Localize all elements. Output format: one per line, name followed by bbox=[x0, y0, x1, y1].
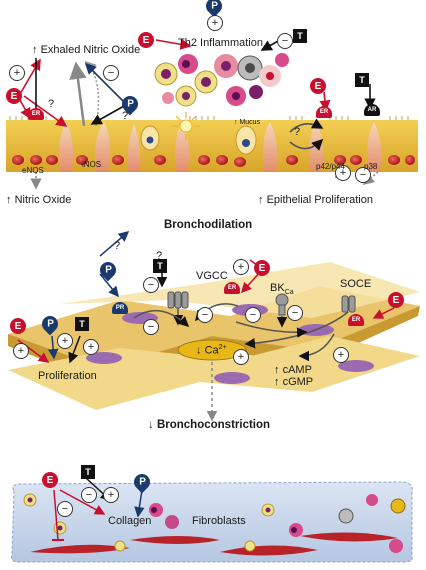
vgcc-label: VGCC bbox=[196, 270, 228, 282]
up-arrow-icon: ↑ bbox=[6, 194, 15, 206]
plus-sign-icon: + bbox=[9, 65, 25, 81]
minus-sign-icon: − bbox=[143, 319, 159, 335]
nitric-oxide-label: ↑ Nitric Oxide bbox=[6, 194, 72, 206]
plus-sign-icon: + bbox=[335, 165, 351, 181]
minus-sign-icon: − bbox=[277, 33, 293, 49]
er-receptor-icon: ER bbox=[316, 106, 332, 118]
inflammatory-cells bbox=[154, 53, 289, 107]
th2-label: Th2 Inflammation bbox=[178, 37, 263, 49]
estrogen-badge: E bbox=[310, 78, 326, 94]
ca-label: ↓ Ca2+ bbox=[196, 344, 227, 357]
goblet-cells bbox=[140, 125, 257, 155]
er-receptor-icon: ER bbox=[348, 314, 364, 326]
estrogen-badge: E bbox=[6, 88, 22, 104]
p38-label: p38 bbox=[364, 162, 378, 171]
soce-channel bbox=[341, 295, 356, 313]
fibroblast-arrows bbox=[52, 477, 145, 541]
minus-sign-icon: − bbox=[355, 167, 371, 183]
er-receptor-icon: ER bbox=[28, 108, 44, 120]
exhaled-no-label: ↑ Exhaled Nitric Oxide bbox=[32, 44, 141, 56]
bronchodilation-title: Bronchodilation bbox=[164, 219, 253, 231]
estrogen-badge: E bbox=[254, 260, 270, 276]
testosterone-badge: T bbox=[81, 465, 95, 479]
proliferation-label: Proliferation bbox=[38, 370, 97, 382]
testosterone-badge: T bbox=[293, 29, 307, 43]
plus-sign-icon: + bbox=[13, 343, 29, 359]
enos-label: eNOS bbox=[22, 166, 44, 175]
question-mark: ? bbox=[48, 98, 55, 110]
testosterone-badge: T bbox=[355, 73, 369, 87]
minus-sign-icon: − bbox=[103, 65, 119, 81]
estrogen-badge: E bbox=[42, 472, 58, 488]
mucus-label: ↑ Mucus bbox=[234, 119, 261, 126]
testosterone-badge: T bbox=[153, 259, 167, 273]
soce-label: SOCE bbox=[340, 278, 372, 290]
vgcc-channel bbox=[167, 291, 189, 309]
epithelium-arrows bbox=[19, 10, 379, 190]
collagen-label: Collagen bbox=[108, 515, 152, 527]
plus-sign-icon: + bbox=[233, 259, 249, 275]
question-mark: ? bbox=[156, 250, 163, 262]
plus-sign-icon: + bbox=[207, 15, 223, 31]
minus-sign-icon: − bbox=[57, 501, 73, 517]
ar-receptor-icon: AR bbox=[364, 104, 380, 116]
down-arrow-icon: ↓ bbox=[148, 419, 157, 431]
er-receptor-icon: ER bbox=[224, 282, 240, 294]
question-mark: ? bbox=[114, 240, 121, 252]
up-arrow-icon: ↑ bbox=[32, 44, 41, 56]
epithelial-prolif-label: ↑ Epithelial Proliferation bbox=[258, 194, 373, 206]
pr-receptor-icon: PR bbox=[112, 302, 128, 314]
epithelium-layer bbox=[6, 116, 418, 172]
estrogen-badge: E bbox=[10, 318, 26, 334]
cgmp-label: ↑ cGMP bbox=[274, 376, 314, 388]
inos-label: iNOS bbox=[82, 160, 102, 169]
down-arrow-icon: ↓ bbox=[196, 344, 205, 357]
bk-channel bbox=[275, 293, 289, 316]
testosterone-badge: T bbox=[75, 317, 89, 331]
bronchoconstriction-title: ↓ Bronchoconstriction bbox=[148, 419, 271, 431]
fibroblasts-label: Fibroblasts bbox=[192, 515, 246, 527]
cilia bbox=[9, 116, 409, 120]
question-mark: ? bbox=[122, 110, 129, 122]
minus-sign-icon: − bbox=[81, 487, 97, 503]
epithelial-nuclei bbox=[12, 155, 415, 167]
estrogen-badge: E bbox=[138, 32, 154, 48]
ciliated-cells bbox=[58, 122, 382, 172]
minus-sign-icon: − bbox=[245, 307, 261, 323]
fibroblast-cells bbox=[23, 493, 406, 553]
smooth-muscle-layer bbox=[8, 262, 420, 410]
minus-sign-icon: − bbox=[197, 307, 213, 323]
estrogen-badge: E bbox=[388, 292, 404, 308]
plus-sign-icon: + bbox=[333, 347, 349, 363]
camp-label: ↑ cAMP bbox=[274, 364, 312, 376]
starburst bbox=[172, 112, 200, 140]
plus-sign-icon: + bbox=[57, 333, 73, 349]
plus-sign-icon: + bbox=[103, 487, 119, 503]
plus-sign-icon: + bbox=[83, 339, 99, 355]
plus-sign-icon: + bbox=[233, 349, 249, 365]
question-mark: ? bbox=[294, 126, 301, 138]
bk-label: BKCa bbox=[270, 282, 294, 297]
up-arrow-icon: ↑ bbox=[258, 194, 267, 206]
minus-sign-icon: − bbox=[143, 277, 159, 293]
collagen-fibers bbox=[30, 532, 398, 556]
p42-label: p42/p44 bbox=[316, 162, 345, 171]
minus-sign-icon: − bbox=[287, 305, 303, 321]
